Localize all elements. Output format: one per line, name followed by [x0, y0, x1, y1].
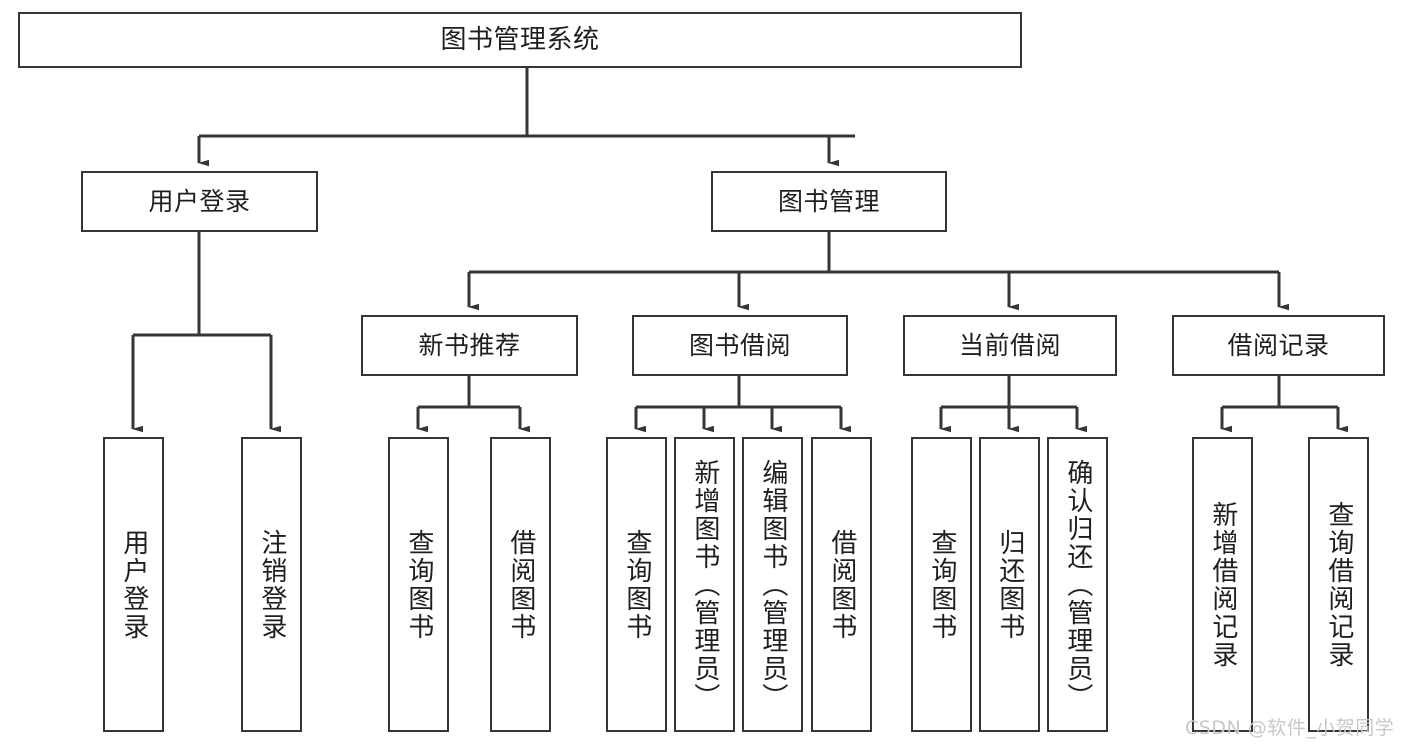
node-borrow-record[interactable]: 借阅记录	[1172, 315, 1385, 376]
leaf-label: 查询图书	[621, 528, 652, 641]
node-current-borrow-label: 当前借阅	[958, 330, 1061, 360]
leaf-user-login-logout[interactable]: 注销登录	[241, 437, 302, 732]
leaf-label: 查询图书	[926, 528, 957, 641]
watermark-csdn: CSDN @软件_小贺同学	[1185, 717, 1395, 739]
leaf-label: 借阅图书	[505, 528, 536, 641]
leaf-label: 查询图书	[403, 528, 434, 641]
leaf-new-book-query-book[interactable]: 查询图书	[388, 437, 449, 732]
node-root-label: 图书管理系统	[440, 24, 600, 55]
node-book-management[interactable]: 图书管理	[711, 171, 947, 232]
node-borrow-record-label: 借阅记录	[1227, 330, 1330, 360]
leaf-current-borrow-return-book[interactable]: 归还图书	[979, 437, 1040, 732]
leaf-new-book-borrow-book[interactable]: 借阅图书	[490, 437, 551, 732]
leaf-label: 编辑图书（管理员）	[757, 458, 788, 711]
node-root-library-management-system[interactable]: 图书管理系统	[18, 12, 1022, 68]
leaf-label: 注销登录	[256, 528, 287, 641]
node-book-borrow-label: 图书借阅	[688, 330, 791, 360]
leaf-borrow-record-query-record[interactable]: 查询借阅记录	[1308, 437, 1369, 732]
leaf-current-borrow-query-book[interactable]: 查询图书	[911, 437, 972, 732]
leaf-label: 新增借阅记录	[1207, 500, 1238, 669]
leaf-label: 归还图书	[994, 528, 1025, 641]
leaf-label: 用户登录	[118, 528, 149, 641]
leaf-label: 查询借阅记录	[1323, 500, 1354, 669]
leaf-book-borrow-edit-book-admin[interactable]: 编辑图书（管理员）	[742, 437, 803, 732]
node-user-login-label: 用户登录	[148, 186, 251, 216]
leaf-label: 确认归还（管理员）	[1062, 458, 1093, 711]
node-user-login[interactable]: 用户登录	[81, 171, 318, 232]
leaf-current-borrow-confirm-return-admin[interactable]: 确认归还（管理员）	[1047, 437, 1108, 732]
node-book-borrow[interactable]: 图书借阅	[632, 315, 848, 376]
leaf-book-borrow-query-book[interactable]: 查询图书	[606, 437, 667, 732]
leaf-label: 新增图书（管理员）	[689, 458, 720, 711]
node-new-book-recommend[interactable]: 新书推荐	[361, 315, 578, 376]
leaf-book-borrow-add-book-admin[interactable]: 新增图书（管理员）	[674, 437, 735, 732]
node-new-book-recommend-label: 新书推荐	[418, 330, 521, 360]
leaf-borrow-record-add-record[interactable]: 新增借阅记录	[1192, 437, 1253, 732]
node-current-borrow[interactable]: 当前借阅	[903, 315, 1117, 376]
leaf-label: 借阅图书	[826, 528, 857, 641]
leaf-user-login-login[interactable]: 用户登录	[103, 437, 164, 732]
node-book-management-label: 图书管理	[777, 186, 880, 216]
leaf-book-borrow-borrow-book[interactable]: 借阅图书	[811, 437, 872, 732]
